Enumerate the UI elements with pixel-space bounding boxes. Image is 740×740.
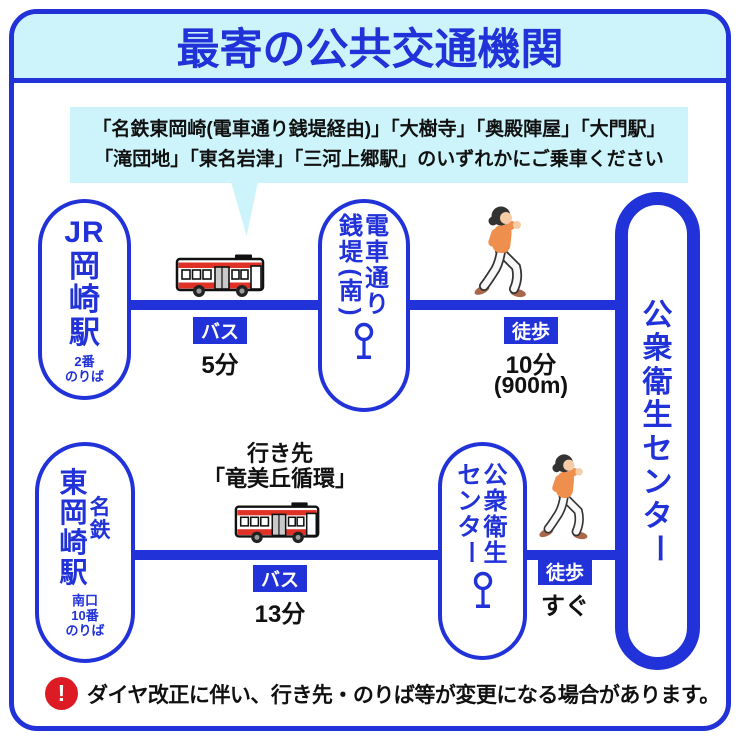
busstop-name-col-right: 電車通り <box>365 213 389 318</box>
walk-duration: すぐ <box>541 593 589 620</box>
mode-badge-bus: バス <box>252 565 308 592</box>
platform-label: 南口 10番 のりば <box>65 592 105 638</box>
station-name-vertical: 岡崎駅 <box>69 248 100 350</box>
busstop-name-col-left: センター <box>456 462 484 565</box>
station-name: 名鉄 東岡崎駅 <box>59 466 111 588</box>
destination-name-vertical: 公衆衛生センター <box>641 298 675 564</box>
bus-icon <box>234 502 320 544</box>
destination-pill-public-health-center: 公衆衛生センター <box>615 192 700 670</box>
bus-duration: 5分 <box>201 352 239 379</box>
route2-line <box>85 550 630 560</box>
walk-distance: (900m) <box>493 372 569 398</box>
warning-exclamation-icon: ! <box>45 677 78 710</box>
busstop-name-col-left: 銭堤(南) <box>337 213 365 316</box>
rail-company-label: JR <box>64 215 105 249</box>
bus-stop-sign-icon <box>354 322 374 359</box>
busstop-pill-denshadori-zenizutsumi: 電車通り 銭堤(南) <box>318 199 410 412</box>
busstop-name: 電車通り 銭堤(南) <box>337 213 390 318</box>
bus-icon <box>175 254 265 297</box>
mode-badge-bus: バス <box>192 317 248 344</box>
mode-badge-walk: 徒歩 <box>503 317 559 344</box>
bus-destination-name: 「竜美丘循環」 <box>202 466 358 491</box>
station-name-vertical: 東岡崎駅 <box>59 466 88 588</box>
busstop-name: 公衆衛生 センター <box>456 462 508 567</box>
rail-company-label: 名鉄 <box>89 495 111 542</box>
busstop-name-col-right: 公衆衛生 <box>483 462 508 567</box>
station-pill-jr-okazaki: JR 岡崎駅 2番 のりば <box>38 199 131 400</box>
walk-duration: 10分 <box>505 352 557 379</box>
busstop-pill-public-health-center: 公衆衛生 センター <box>438 442 527 660</box>
bus-destination-label: 行き先 <box>246 441 314 466</box>
walker-icon <box>474 206 526 298</box>
notice-line-1: 「名鉄東岡崎(電車通り銭堤経由)」「大樹寺」「奥殿陣屋」「大門駅」 <box>92 119 666 140</box>
platform-label: 2番 のりば <box>64 353 104 384</box>
mode-badge-walk: 徒歩 <box>537 558 593 585</box>
walker-icon <box>539 454 588 540</box>
bus-duration: 13分 <box>254 601 306 628</box>
bus-destination-note: 行き先 「竜美丘循環」 <box>203 441 357 491</box>
notice-line-2: 「滝団地」「東名岩津」「三河上郷駅」のいずれかにご乗車ください <box>94 149 664 170</box>
page-title: 最寄の公共交通機関 <box>176 26 564 74</box>
header-band: 最寄の公共交通機関 <box>14 14 726 83</box>
station-pill-meitetsu-higashi-okazaki: 名鉄 東岡崎駅 南口 10番 のりば <box>35 442 135 663</box>
warning-text: ダイヤ改正に伴い、行き先・のりば等が変更になる場合があります。 <box>87 683 720 707</box>
schedule-warning: ! ダイヤ改正に伴い、行き先・のりば等が変更になる場合があります。 <box>45 677 720 710</box>
boarding-notice-bubble: 「名鉄東岡崎(電車通り銭堤経由)」「大樹寺」「奥殿陣屋」「大門駅」 「滝団地」「… <box>70 107 688 183</box>
bus-stop-sign-icon <box>473 571 492 608</box>
